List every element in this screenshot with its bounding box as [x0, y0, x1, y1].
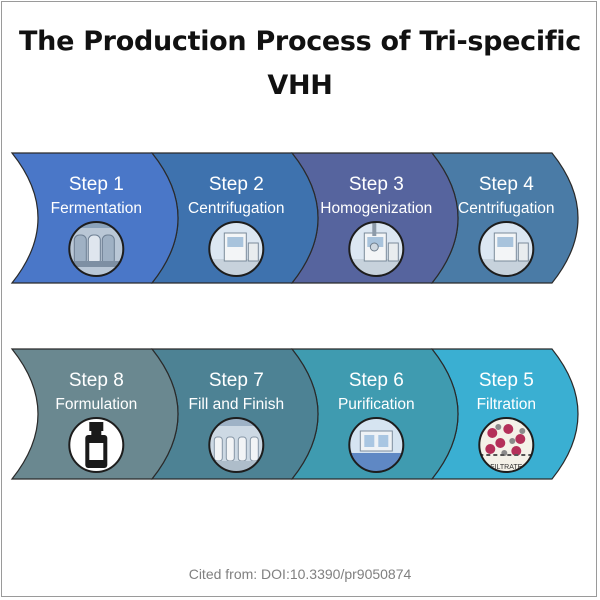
process-row-top: Step 4 Centrifugation Step 3 Homogenization…	[10, 152, 579, 284]
step-number-label: Step 4	[479, 174, 534, 195]
step-name-label: Fermentation	[51, 200, 142, 217]
step-name-label: Formulation	[55, 396, 137, 413]
step-name-label: Filtration	[477, 396, 536, 413]
step-number-label: Step 6	[349, 370, 404, 391]
figure-title-line-2: VHH	[267, 70, 333, 101]
homogenizer-photo	[349, 222, 404, 276]
step-segment-step-2: Step 2 Centrifugation	[150, 152, 319, 284]
step-name-label: Centrifugation	[458, 200, 555, 217]
step-shape	[10, 152, 179, 284]
figure-title-line-1: The Production Process of Tri-specific	[19, 26, 581, 57]
step-segment-step-1: Step 1 Fermentation	[10, 152, 179, 284]
fill-finish-photo	[209, 418, 264, 472]
step-segment-step-3: Step 3 Homogenization	[290, 152, 459, 284]
step-number-label: Step 3	[349, 174, 404, 195]
fermentation-tanks-photo	[69, 222, 124, 276]
step-number-label: Step 1	[69, 174, 124, 195]
purification-photo	[349, 418, 404, 472]
filtrate-label: FILTRATE	[490, 464, 522, 471]
step-shape	[10, 348, 179, 480]
step-segment-step-7: Step 7 Fill and Finish	[150, 348, 319, 480]
step-segment-step-8: Step 8 Formulation	[10, 348, 179, 480]
step-number-label: Step 2	[209, 174, 264, 195]
step-name-label: Centrifugation	[188, 200, 285, 217]
step-segment-step-4: Step 4 Centrifugation	[430, 152, 579, 284]
step-name-label: Purification	[338, 396, 415, 413]
filtration-diagram: FILTRATE	[479, 418, 534, 472]
step-name-label: Fill and Finish	[188, 396, 284, 413]
citation-text: Cited from: DOI:10.3390/pr9050874	[188, 566, 412, 582]
step-segment-step-6: Step 6 Purification	[290, 348, 459, 480]
vial-icon	[85, 422, 108, 468]
step-number-label: Step 8	[69, 370, 124, 391]
step-name-label: Homogenization	[320, 200, 432, 217]
step-number-label: Step 7	[209, 370, 264, 391]
step-number-label: Step 5	[479, 370, 534, 391]
